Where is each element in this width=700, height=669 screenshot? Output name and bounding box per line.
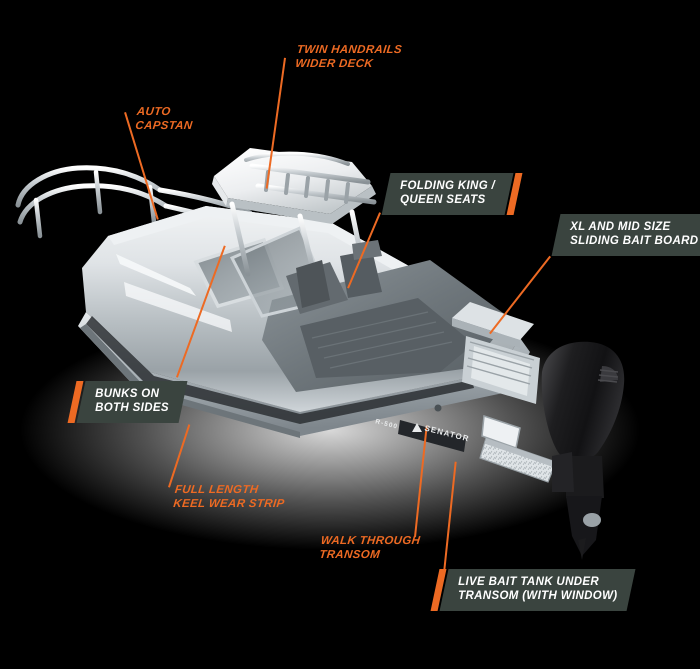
callout-auto-capstan-line2: CAPSTAN xyxy=(134,119,194,132)
transom-slats xyxy=(466,341,535,385)
callout-walk-through-transom-line1: WALK THROUGH xyxy=(320,535,421,547)
callout-keel-wear-strip-line1: FULL LENGTH xyxy=(174,484,259,496)
callout-twin-handrails: TWIN HANDRAILS WIDER DECK xyxy=(295,44,403,72)
callout-twin-handrails-line2: WIDER DECK xyxy=(294,57,374,70)
callout-bait-board: XL AND MID SIZE SLIDING BAIT BOARD xyxy=(551,214,700,257)
callout-auto-capstan-line1: AUTO xyxy=(136,106,172,118)
outboard-motor xyxy=(541,341,625,560)
callout-bunks-line2: BOTH SIDES xyxy=(95,401,169,414)
callout-folding-seats-line2: QUEEN SEATS xyxy=(400,193,486,206)
gunwale-cap xyxy=(108,206,470,309)
callout-twin-handrails-line1: TWIN HANDRAILS xyxy=(296,44,403,56)
motor-midsection xyxy=(566,456,604,498)
callout-folding-seats-line1: FOLDING KING / xyxy=(400,180,496,192)
motor-skeg xyxy=(578,538,586,560)
callout-live-bait-tank-line1: LIVE BAIT TANK UNDER xyxy=(458,576,600,588)
callout-bunks: BUNKS ON BOTH SIDES xyxy=(76,381,188,424)
keel-wear-strip xyxy=(80,324,300,438)
callout-keel-wear-strip: FULL LENGTH KEEL WEAR STRIP xyxy=(173,484,287,512)
callout-keel-wear-strip-line2: KEEL WEAR STRIP xyxy=(172,497,286,510)
motor-propeller-hub xyxy=(583,513,601,527)
hardtop-grab-rail xyxy=(244,151,350,166)
deck-drain xyxy=(434,404,442,412)
boarding-platform-edge xyxy=(486,438,556,468)
boarding-platform xyxy=(479,437,557,483)
callout-live-bait-tank-line2: TRANSOM (WITH WINDOW) xyxy=(458,589,618,602)
callout-bait-board-line1: XL AND MID SIZE xyxy=(570,221,671,233)
callout-folding-seats: FOLDING KING / QUEEN SEATS xyxy=(381,173,514,216)
callout-auto-capstan: AUTO CAPSTAN xyxy=(135,106,195,134)
bait-board-edge xyxy=(452,318,520,348)
callout-bunks-line1: BUNKS ON xyxy=(95,388,160,400)
motor-bracket xyxy=(552,452,574,492)
callout-walk-through-transom: WALK THROUGH TRANSOM xyxy=(319,535,421,563)
deck-floor-lines xyxy=(311,311,453,369)
callout-live-bait-tank: LIVE BAIT TANK UNDER TRANSOM (WITH WINDO… xyxy=(439,569,636,612)
hardtop-front-face xyxy=(212,176,228,206)
transom-panel xyxy=(471,346,530,396)
callout-walk-through-transom-line2: TRANSOM xyxy=(318,548,381,561)
skipper-seat xyxy=(296,260,330,308)
hardtop-roof-edge xyxy=(226,186,376,224)
cockpit-floor xyxy=(300,298,474,378)
motor-lower-unit xyxy=(566,496,602,556)
callout-bait-board-line2: SLIDING BAIT BOARD xyxy=(570,234,699,247)
